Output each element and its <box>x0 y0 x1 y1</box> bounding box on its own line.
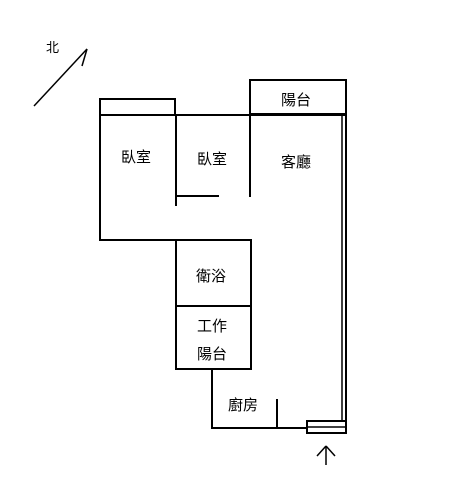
north-label: 北 <box>46 41 60 56</box>
bedroom-2-label: 臥室 <box>197 150 228 168</box>
work-balcony-label-1: 工作 <box>197 317 228 335</box>
bedroom-1-strip <box>99 98 176 116</box>
living-room-label: 客廳 <box>281 153 312 171</box>
bedroom-1-label: 臥室 <box>121 148 152 166</box>
entrance-arrow-icon <box>316 445 336 465</box>
kitchen-walls <box>211 368 308 429</box>
work-balcony-label-2: 陽台 <box>197 345 228 363</box>
kitchen-label: 廚房 <box>228 396 259 414</box>
work-balcony-outline <box>175 305 252 370</box>
bedroom-1-walls <box>99 114 177 241</box>
bathroom-label: 衛浴 <box>196 267 227 285</box>
balcony-top-label: 陽台 <box>281 91 312 109</box>
entrance-door <box>306 420 347 434</box>
north-arrow-icon <box>33 48 88 107</box>
